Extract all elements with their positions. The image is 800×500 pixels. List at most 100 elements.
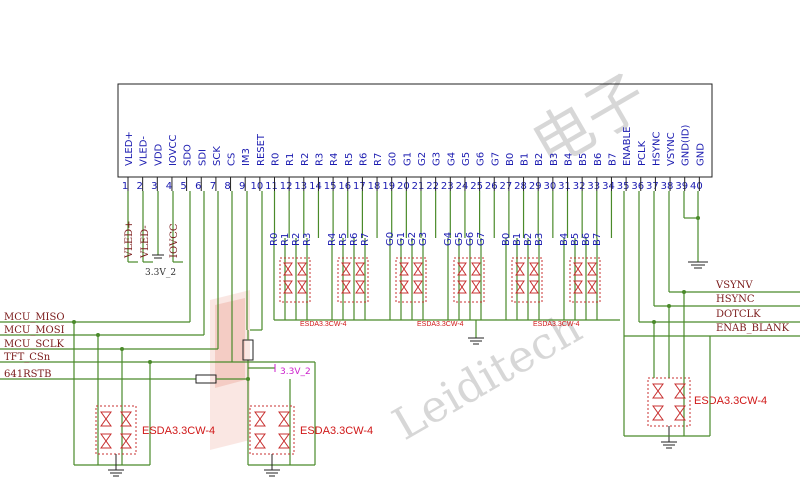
pin-name: G0 [388, 152, 399, 166]
tvs-diode [399, 262, 409, 276]
pin-name: G5 [461, 152, 472, 166]
pin-name: SDO [183, 144, 194, 166]
pin-name: B4 [564, 153, 575, 166]
bus-label: R4 [327, 233, 338, 246]
connector-body [117, 83, 713, 178]
pin-number: 16 [338, 181, 351, 192]
tvs-diode [471, 280, 481, 294]
pin-name: VLED+ [124, 131, 135, 166]
pin-number: 7 [210, 181, 216, 192]
pin-number: 9 [239, 181, 245, 192]
esd-middle: ESDA3.3CW-4 [249, 405, 373, 477]
esd-right-part: ESDA3.3CW-4 [694, 395, 767, 407]
small-esd [453, 257, 485, 303]
pin-number: 20 [397, 181, 410, 192]
watermark: 电子 Leiditech [210, 61, 659, 451]
tvs-diode [120, 411, 132, 427]
bus-label: G1 [396, 232, 407, 246]
pin-number: 39 [675, 181, 688, 192]
pin-name: R7 [373, 153, 384, 166]
tvs-diode [254, 433, 266, 449]
tvs-diode [529, 262, 539, 276]
pin-number: 36 [631, 181, 644, 192]
tvs-diode [100, 411, 112, 427]
pin-number: 4 [166, 181, 172, 192]
tvs-diode [515, 280, 525, 294]
tvs-diode [297, 280, 307, 294]
pin-number: 3 [151, 181, 157, 192]
bus-label: R7 [360, 233, 371, 246]
pin-number: 12 [280, 181, 293, 192]
tvs-diode [399, 280, 409, 294]
pin-number: 14 [309, 181, 322, 192]
pin-number: 6 [195, 181, 201, 192]
pin-name: PCLK [637, 140, 648, 166]
tvs-diode [471, 262, 481, 276]
reset-3v3-label: 3.3V_2 [280, 367, 311, 377]
pin-number: 10 [250, 181, 263, 192]
bus-label: R5 [338, 233, 349, 246]
tvs-diode [355, 280, 365, 294]
small-esd [395, 257, 427, 303]
bus-label: B2 [523, 233, 534, 246]
tvs-diode [120, 433, 132, 449]
pin-number: 19 [382, 181, 395, 192]
pin-name: GND(ID) [681, 125, 692, 166]
pin-name: R2 [300, 153, 311, 166]
bus-label: G3 [418, 232, 429, 246]
small-esd [569, 257, 601, 303]
pin-name: CS [227, 153, 238, 166]
net-enab-blank: ENAB_BLANK [716, 323, 790, 334]
pin-name: IM3 [241, 148, 252, 166]
power-section: VLED+ VLED- IOVCC 3.3V_2 [124, 191, 183, 278]
pin-number: 25 [470, 181, 483, 192]
pin-name: G2 [417, 152, 428, 166]
bus-label: G6 [465, 232, 476, 246]
bus-label: B6 [581, 233, 592, 246]
pin-name: G7 [490, 152, 501, 166]
pin-number: 30 [543, 181, 556, 192]
pin-number: 33 [587, 181, 600, 192]
small-esd-part: ESDA3.3CW-4 [533, 321, 580, 328]
esd-middle-part: ESDA3.3CW-4 [300, 425, 373, 437]
net-mcu-mosi: MCU_MOSI [4, 325, 65, 336]
pin-number: 8 [224, 181, 230, 192]
bus-label: G5 [454, 232, 465, 246]
net-mcu-miso: MCU_MISO [4, 312, 65, 323]
pin-number: 26 [485, 181, 498, 192]
power-3v3-label: 3.3V_2 [145, 268, 176, 278]
tvs-diode [457, 262, 467, 276]
pin-name: B1 [520, 153, 531, 166]
tvs-diode [355, 262, 365, 276]
bus-label: G2 [407, 232, 418, 246]
tvs-diode [297, 262, 307, 276]
tvs-diode [573, 262, 583, 276]
pin-name: ENABLE [622, 127, 633, 166]
pin-name: IOVCC [168, 135, 179, 166]
pin-number: 2 [136, 181, 142, 192]
pin-name: SCK [212, 146, 223, 166]
small-esd-part: ESDA3.3CW-4 [417, 321, 464, 328]
pin-number: 38 [661, 181, 674, 192]
small-esd-part: ESDA3.3CW-4 [300, 321, 347, 328]
bus-label: G0 [385, 232, 396, 246]
pin-number: 11 [265, 181, 278, 192]
pin-number: 13 [294, 181, 307, 192]
tvs-diode [413, 262, 423, 276]
tvs-diode [413, 280, 423, 294]
bus-label: R0 [269, 233, 280, 246]
tvs-diode [278, 433, 290, 449]
bus-label: B0 [501, 233, 512, 246]
tvs-diode [587, 280, 597, 294]
pin-name: R4 [329, 153, 340, 166]
pin-number: 21 [412, 181, 425, 192]
esd-right: ESDA3.3CW-4 [647, 377, 767, 449]
esd-left: ESDA3.3CW-4 [95, 405, 215, 477]
tvs-diode [100, 433, 112, 449]
pin-name: R1 [285, 153, 296, 166]
tvs-diode [529, 280, 539, 294]
pin-name: G6 [476, 152, 487, 166]
